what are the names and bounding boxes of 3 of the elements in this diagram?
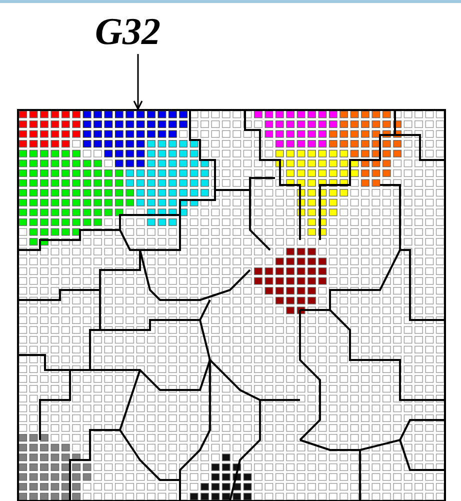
grain-label: G32 — [95, 12, 160, 52]
highlighted-grain — [82, 110, 188, 168]
leader-arrow — [133, 54, 143, 110]
